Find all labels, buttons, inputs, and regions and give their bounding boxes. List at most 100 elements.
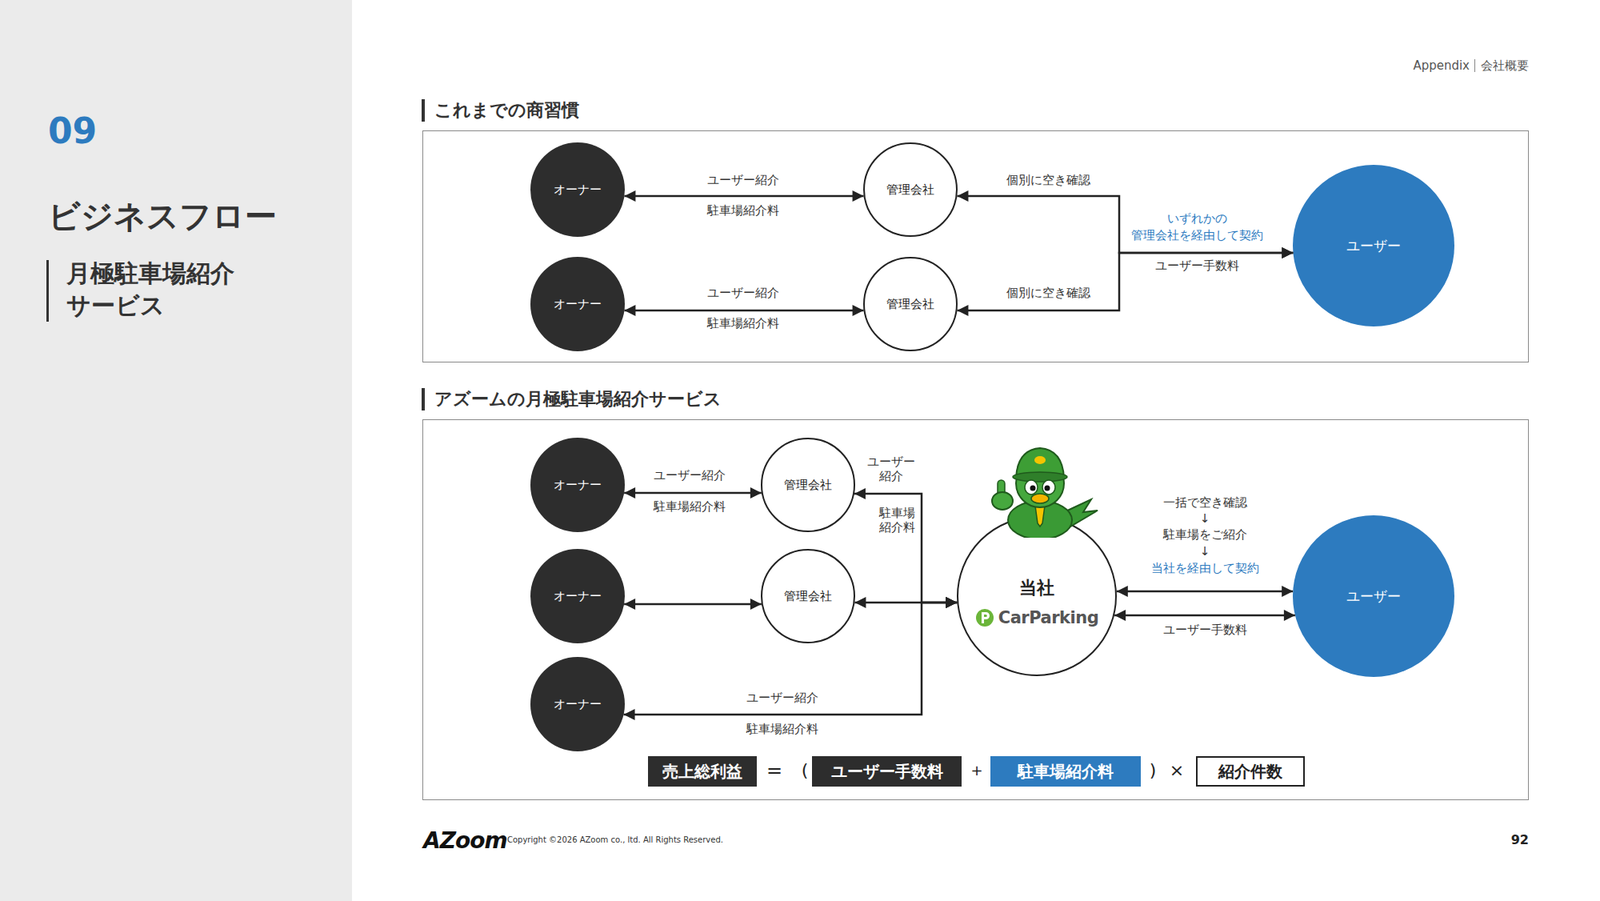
connector-line xyxy=(1114,614,1296,617)
edge-label: ユーザー紹介 xyxy=(707,172,780,188)
parking-icon-disc xyxy=(976,608,994,627)
section-heading: これまでの商習慣 xyxy=(421,99,580,122)
connector-line xyxy=(1116,590,1293,593)
owner-circle: オーナー xyxy=(530,548,625,644)
node-label: 管理会社 xyxy=(784,477,832,493)
management-circle: 管理会社 xyxy=(863,142,958,237)
edge-note: ユーザー手数料 xyxy=(1155,258,1240,274)
parking-icon xyxy=(975,608,995,628)
arrow-head xyxy=(1281,247,1293,259)
connector-line xyxy=(624,603,762,606)
arrow-head xyxy=(624,487,636,499)
arrow-head xyxy=(750,598,762,610)
edge-note: 駐車場 紹介料 xyxy=(879,505,916,535)
mascot-hand xyxy=(992,492,1013,510)
mascot-pupil xyxy=(1030,485,1036,492)
connector xyxy=(854,596,957,608)
arrow-head xyxy=(854,488,866,500)
arrow-head xyxy=(852,304,864,316)
connector xyxy=(624,190,864,202)
mascot-eye xyxy=(1042,480,1056,495)
node-label: オーナー xyxy=(553,588,602,604)
formula-operator: × xyxy=(1169,759,1184,782)
mascot-cap-brim xyxy=(1012,472,1068,482)
arrow-head xyxy=(945,596,957,608)
formula-box: 紹介件数 xyxy=(1196,756,1305,787)
node-label: オーナー xyxy=(553,296,602,312)
node-label: 管理会社 xyxy=(886,182,935,198)
arrow-head xyxy=(624,304,636,316)
connector-line xyxy=(624,309,864,312)
management-circle: 管理会社 xyxy=(760,437,856,532)
arrow-head xyxy=(1116,585,1128,597)
flow-arrow: ↓ xyxy=(1200,544,1211,560)
company-name: 当社 xyxy=(1019,576,1055,600)
connector xyxy=(956,190,1293,259)
flow-step: 駐車場をご紹介 xyxy=(1163,527,1248,543)
edge-label: ユーザー紹介 xyxy=(653,468,726,484)
connector xyxy=(624,487,762,499)
node-label: オーナー xyxy=(553,182,602,198)
node-label: 駐車場紹介料 xyxy=(1017,760,1114,783)
company-logo: AZoom xyxy=(423,826,508,855)
edge-note: 駐車場紹介料 xyxy=(746,721,819,737)
owner-circle: オーナー xyxy=(530,256,625,352)
connector-line xyxy=(956,252,1293,311)
arrow-head xyxy=(854,596,866,608)
management-circle: 管理会社 xyxy=(760,548,856,644)
edge-note: 駐車場紹介料 xyxy=(653,499,726,515)
formula-operator: ( xyxy=(801,759,809,782)
formula-operator: = xyxy=(766,758,783,783)
formula-box: 売上総利益 xyxy=(648,756,757,787)
management-circle: 管理会社 xyxy=(863,256,958,352)
node-label: ユーザー xyxy=(1346,236,1401,256)
copyright: Copyright ©2026 AZoom co., ltd. All Righ… xyxy=(507,835,724,846)
node-label: ユーザー手数料 xyxy=(831,760,944,783)
arrow-head xyxy=(1281,247,1293,259)
mascot-pupil xyxy=(1044,485,1051,492)
owner-circle: オーナー xyxy=(530,437,625,532)
node-label: 売上総利益 xyxy=(662,760,743,783)
header-separator xyxy=(1474,59,1476,72)
mascot-cap-badge xyxy=(1034,456,1046,464)
flow-step: 一括で空き確認 xyxy=(1163,495,1248,511)
section-number: 09 xyxy=(48,108,97,153)
arrow-head xyxy=(624,708,636,720)
node-label: オーナー xyxy=(553,696,602,712)
connector-line xyxy=(624,492,762,495)
arrow-head xyxy=(956,190,968,202)
connector xyxy=(1116,585,1293,597)
owner-circle: オーナー xyxy=(530,142,625,237)
connector-line xyxy=(854,493,957,603)
connector-line xyxy=(956,196,1293,253)
formula-box: 駐車場紹介料 xyxy=(990,756,1141,787)
edge-label: 個別に空き確認 xyxy=(1006,285,1091,301)
mascot-tie xyxy=(1035,505,1045,527)
logo-row: CarParking xyxy=(975,608,1099,628)
node-label: 紹介件数 xyxy=(1218,760,1283,783)
edge-label: ユーザー紹介 xyxy=(707,285,780,301)
edge-label: ユーザー 紹介 xyxy=(867,454,916,484)
arrow-head xyxy=(1281,585,1293,597)
edge-label: ユーザー紹介 xyxy=(746,690,819,706)
edge-label: ユーザー手数料 xyxy=(1163,622,1248,638)
arrow-head xyxy=(852,190,864,202)
node-label: 管理会社 xyxy=(886,296,935,312)
connector xyxy=(1114,609,1296,621)
connector xyxy=(624,304,864,316)
edge-note: 駐車場紹介料 xyxy=(707,316,780,332)
formula-box: ユーザー手数料 xyxy=(812,756,962,787)
page-title: ビジネスフロー xyxy=(48,196,277,236)
node-label: 管理会社 xyxy=(784,588,832,604)
edge-note: いずれかの 管理会社を経由して契約 xyxy=(1131,210,1264,244)
edge-label: 個別に空き確認 xyxy=(1006,172,1091,188)
arrow-head xyxy=(750,487,762,499)
connector xyxy=(956,247,1293,316)
arrow-head xyxy=(956,304,968,316)
breadcrumb: Appendix xyxy=(1412,58,1470,74)
mascot-eye xyxy=(1024,480,1038,495)
connector xyxy=(854,488,957,608)
owner-circle: オーナー xyxy=(530,656,625,752)
formula-operator: ) xyxy=(1149,759,1157,782)
